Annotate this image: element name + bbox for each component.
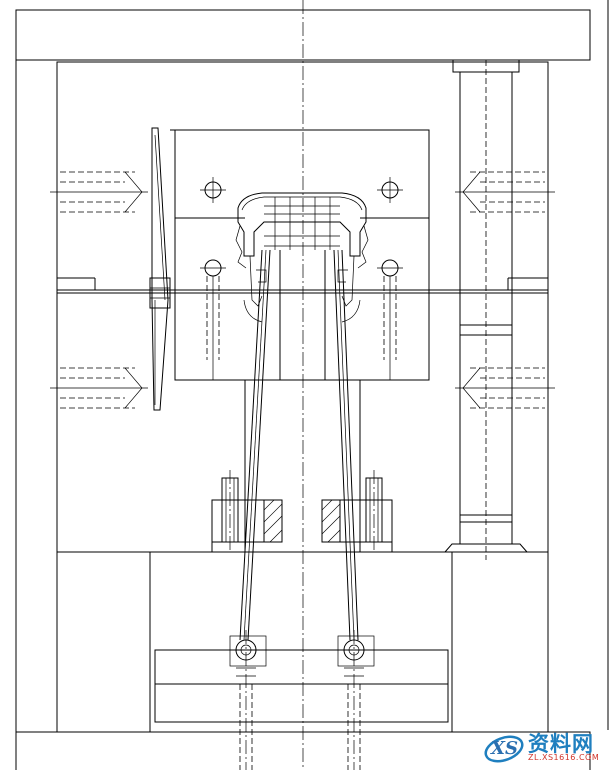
watermark-url: ZL.XS1616.COM — [528, 753, 600, 762]
lifter-base-right — [337, 635, 375, 770]
lifter-guide-block-right — [321, 477, 393, 552]
lifter-hook-right — [337, 255, 355, 307]
side-bolt-right-bottom — [455, 367, 555, 409]
lifter-tip-left — [243, 299, 263, 323]
guide-pillar-right — [444, 59, 528, 560]
mold-body — [56, 61, 549, 553]
svg-text:XS: XS — [490, 738, 518, 759]
lifter-rod-left — [239, 249, 271, 641]
molded-part — [235, 192, 369, 269]
guide-hole-right — [377, 177, 403, 203]
watermark-title: 资料网 — [528, 732, 594, 756]
side-bolt-left-bottom — [50, 367, 148, 409]
ejector-plates — [154, 649, 449, 723]
side-bolt-left-top — [50, 171, 148, 213]
bolt-hole-left — [200, 259, 226, 380]
guide-hole-left — [200, 177, 226, 203]
watermark: XS 资料网 ZL.XS1616.COM — [482, 726, 612, 768]
lifter-base-left — [229, 635, 267, 770]
bolt-hole-right — [377, 259, 403, 380]
lifter-rod-right — [333, 249, 359, 641]
side-bolt-right-top — [455, 171, 555, 213]
left-slide-assembly — [149, 127, 175, 411]
cavity-insert — [174, 129, 430, 381]
ejector-housing — [56, 551, 549, 733]
xs-swirl-logo-icon: XS — [484, 735, 524, 763]
